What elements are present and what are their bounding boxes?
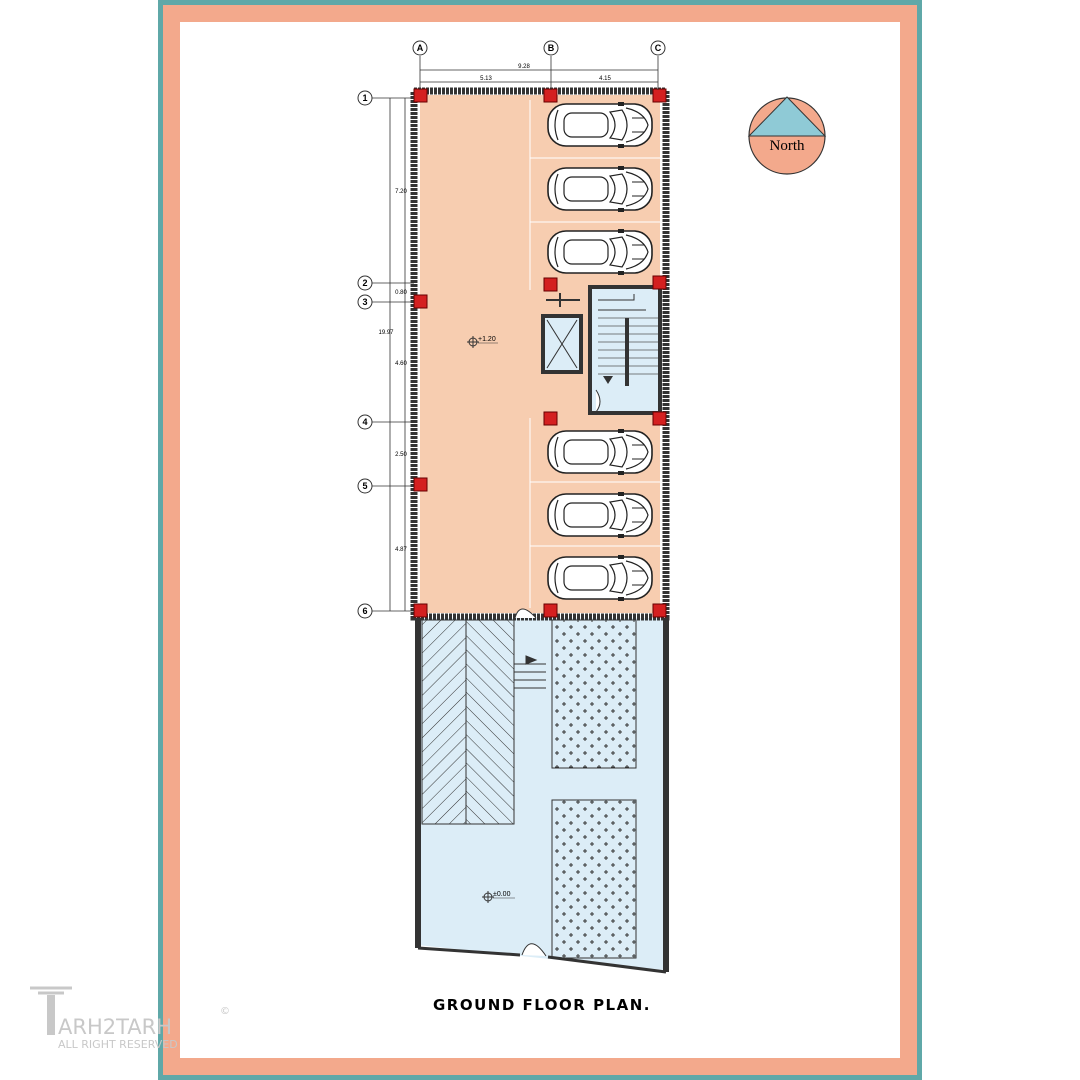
north-arrow: North <box>747 96 827 175</box>
grid-bubble-B: B <box>543 40 559 56</box>
car-icon <box>547 101 653 149</box>
planter-lower <box>551 799 637 959</box>
ramp-hatch <box>421 619 515 825</box>
grid-bubble-C: C <box>650 40 666 56</box>
dim-row-5-6: 4.87 <box>395 547 407 553</box>
car-icon <box>547 165 653 213</box>
grid-label-A: A <box>417 43 424 53</box>
grid-label-5: 5 <box>362 481 367 491</box>
grid-bubble-2: 2 <box>357 275 373 291</box>
dim-row-3-4: 4.60 <box>395 361 407 367</box>
level-parking-text: +1.20 <box>478 336 496 343</box>
level-ground-text: ±0.00 <box>493 891 511 898</box>
watermark-brand: ARH2TARH <box>58 1015 172 1039</box>
door-swing <box>514 608 537 619</box>
grid-label-2: 2 <box>362 278 367 288</box>
grid-bubble-4: 4 <box>357 414 373 430</box>
parking-stall-lines <box>529 100 660 608</box>
gate-swing <box>521 943 547 957</box>
level-marker-ground: ±0.00 <box>482 891 515 903</box>
car-icon <box>547 491 653 539</box>
dim-row-4-5: 2.50 <box>395 452 407 458</box>
stair-entry-mark <box>546 293 580 307</box>
dim-overall-length: 19.97 <box>378 330 394 336</box>
grid-bubble-5: 5 <box>357 478 373 494</box>
dimension-lines-side <box>389 98 406 611</box>
grid-column-lines <box>419 56 659 90</box>
stair-core <box>588 285 662 415</box>
grid-label-3: 3 <box>362 297 367 307</box>
car-icon <box>547 428 653 476</box>
grid-label-1: 1 <box>362 93 367 103</box>
grid-label-4: 4 <box>362 417 367 427</box>
dim-row-1-2: 7.20 <box>395 189 407 195</box>
grid-row-lines <box>372 97 414 612</box>
north-label: North <box>770 138 805 154</box>
dim-bay-ab: 5.13 <box>480 76 492 82</box>
dim-overall-width: 9.28 <box>518 64 530 70</box>
elevator-shaft <box>541 314 583 374</box>
building-walls <box>410 87 670 974</box>
entry-steps <box>514 655 546 689</box>
watermark: ARH2TARH © ALL RIGHT RESERVED <box>30 986 230 1051</box>
grid-label-C: C <box>655 43 662 53</box>
watermark-logo-icon <box>47 995 55 1035</box>
watermark-rights: ALL RIGHT RESERVED <box>58 1038 178 1051</box>
grid-bubble-6: 6 <box>357 603 373 619</box>
car-icon <box>547 554 653 602</box>
level-marker-parking: +1.20 <box>467 336 498 348</box>
grid-bubble-3: 3 <box>357 294 373 310</box>
dimension-lines-top <box>420 69 658 83</box>
watermark-copyright: © <box>220 1006 230 1017</box>
structural-columns <box>413 88 667 618</box>
grid-bubble-A: A <box>412 40 428 56</box>
dim-bay-bc: 4.15 <box>599 76 611 82</box>
car-icon <box>547 228 653 276</box>
grid-label-B: B <box>548 43 555 53</box>
dim-row-2-3: 0.80 <box>395 290 407 296</box>
grid-label-6: 6 <box>362 606 367 616</box>
plan-title: GROUND FLOOR PLAN. <box>433 996 651 1014</box>
planter-upper <box>551 619 637 769</box>
grid-bubble-1: 1 <box>357 90 373 106</box>
